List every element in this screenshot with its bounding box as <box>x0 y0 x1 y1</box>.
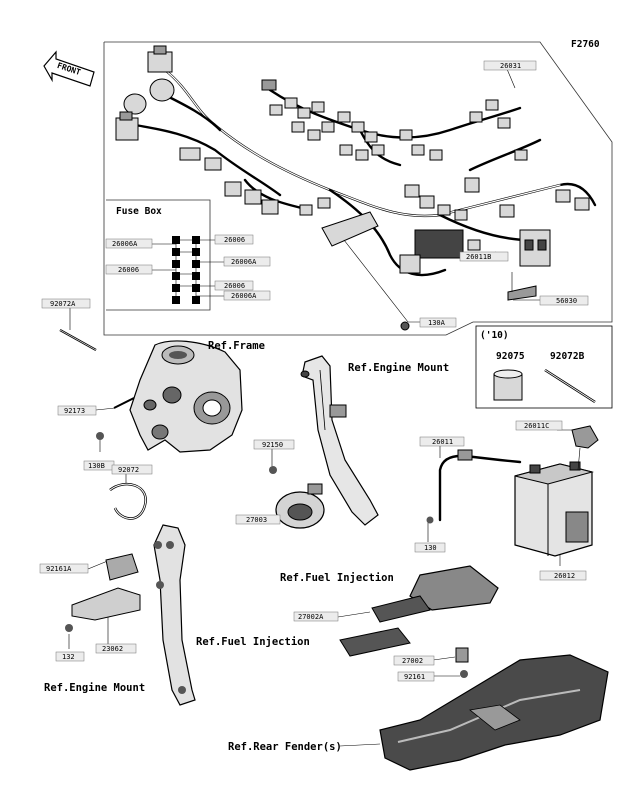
part-label-26011B[interactable]: 26011B <box>466 253 491 261</box>
connectors <box>115 45 590 301</box>
cable-tie-92072A-icon <box>59 329 97 351</box>
part-label-130[interactable]: 130 <box>424 544 437 552</box>
front-arrow-icon: FRONT <box>43 50 95 87</box>
frame-bracket <box>96 340 243 453</box>
part-label-132[interactable]: 132 <box>62 653 75 661</box>
part-label-27002[interactable]: 27002 <box>402 657 423 665</box>
part-label-23062[interactable]: 23062 <box>102 645 123 653</box>
part-label-56030[interactable]: 56030 <box>556 297 577 305</box>
sleeve-92075-icon <box>493 369 523 401</box>
year-note: ('10) <box>480 330 509 341</box>
ref-fuel-injection-label-2[interactable]: Ref.Fuel Injection <box>196 636 310 648</box>
part-label-92161A[interactable]: 92161A <box>46 565 72 573</box>
battery-lead-26011 <box>426 449 522 524</box>
horn-icon <box>269 466 325 529</box>
part-label-26012[interactable]: 26012 <box>554 572 575 580</box>
part-label-27003[interactable]: 27003 <box>246 516 267 524</box>
battery-icon <box>514 425 599 557</box>
reference-labels: Ref.Frame Ref.Engine Mount Ref.Fuel Inje… <box>44 340 449 753</box>
part-number-labels: 26031 26006A 26006 26006 26006A 26006 26… <box>39 60 589 682</box>
part-label-130B[interactable]: 130B <box>88 462 105 470</box>
part-label-26006-right-1[interactable]: 26006 <box>224 236 245 244</box>
part-label-26011C[interactable]: 26011C <box>524 422 549 430</box>
part-label-92072A[interactable]: 92072A <box>50 300 76 308</box>
fuse-box-inset: Fuse Box <box>106 199 224 311</box>
engine-mount-bracket-left <box>65 482 196 706</box>
rear-fender <box>379 654 609 771</box>
part-label-92075[interactable]: 92075 <box>496 351 525 362</box>
part-label-26006A-right-1[interactable]: 26006A <box>231 258 257 266</box>
ref-fuel-injection-label-1[interactable]: Ref.Fuel Injection <box>280 572 394 584</box>
part-label-26006-right-2[interactable]: 26006 <box>224 282 245 290</box>
cable-tie-92072B-icon <box>544 368 596 404</box>
main-harness-outline <box>103 41 613 336</box>
part-label-92150[interactable]: 92150 <box>262 441 283 449</box>
figure-code: F2760 <box>571 39 600 50</box>
ref-engine-mount-label-1[interactable]: Ref.Engine Mount <box>348 362 449 374</box>
part-label-92161[interactable]: 92161 <box>404 673 425 681</box>
part-label-92072[interactable]: 92072 <box>118 466 139 474</box>
part-label-27002A[interactable]: 27002A <box>298 613 324 621</box>
part-label-130A[interactable]: 130A <box>428 319 446 327</box>
ref-frame-label[interactable]: Ref.Frame <box>208 340 265 352</box>
part-label-26006A-left[interactable]: 26006A <box>112 240 138 248</box>
ref-rear-fender-label[interactable]: Ref.Rear Fender(s) <box>228 741 342 753</box>
part-label-26011[interactable]: 26011 <box>432 438 453 446</box>
fuel-injection-parts <box>339 565 499 678</box>
part-label-26006A-right-2[interactable]: 26006A <box>231 292 257 300</box>
part-label-26031[interactable]: 26031 <box>500 62 521 70</box>
engine-mount-bracket-center <box>300 355 379 526</box>
ref-engine-mount-label-2[interactable]: Ref.Engine Mount <box>44 682 145 694</box>
option-box: ('10) 92075 92072B <box>475 325 613 409</box>
wire-harness-drawing <box>133 68 597 277</box>
part-label-92173[interactable]: 92173 <box>64 407 85 415</box>
part-label-26006-left[interactable]: 26006 <box>118 266 139 274</box>
fuse-box-title: Fuse Box <box>116 206 162 217</box>
part-label-92072B[interactable]: 92072B <box>550 351 585 362</box>
bolt-130A-icon <box>400 321 410 331</box>
